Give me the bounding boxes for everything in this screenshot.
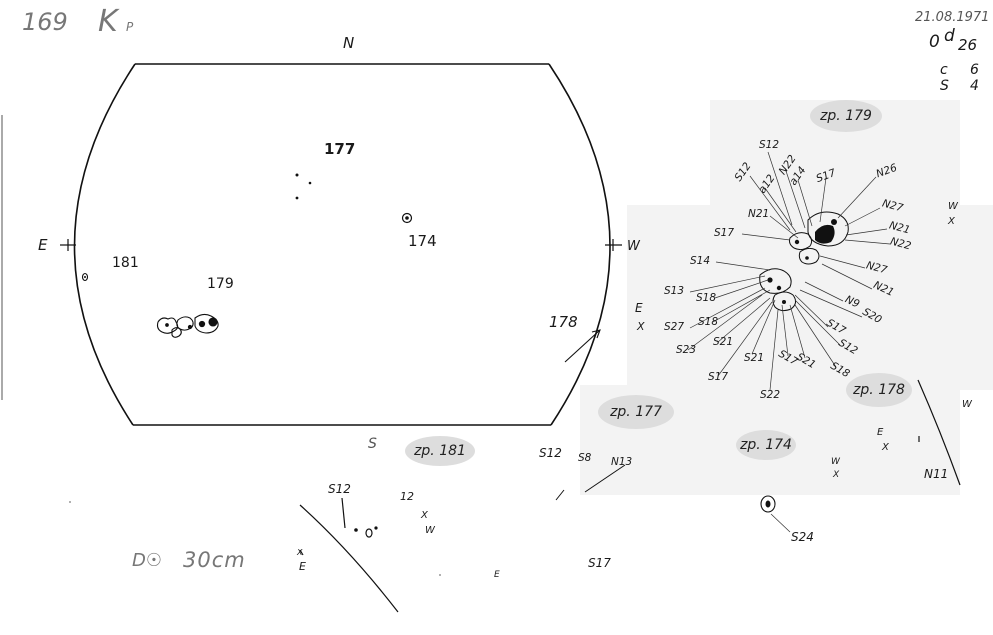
sunspot-group-177 xyxy=(295,173,312,200)
observatory-subscript: P xyxy=(126,20,134,34)
group-178-arrow xyxy=(564,329,601,363)
inset-179-label: N21 xyxy=(748,208,770,220)
inset-181-west: W xyxy=(425,525,435,536)
inset-179-label: S18 xyxy=(696,292,717,304)
inset-174-label: S24 xyxy=(791,530,814,544)
solar-disk-outline xyxy=(73,63,611,426)
inset-179-label: S18 xyxy=(698,316,719,328)
sunspot-group-179 xyxy=(156,313,219,338)
sunspot-group-174 xyxy=(401,212,413,224)
inset-179-label: S12 xyxy=(759,139,780,151)
inset-179-label: S17 xyxy=(708,371,729,383)
inset-178-east: E xyxy=(877,427,884,438)
time-value: 26 xyxy=(958,36,978,54)
quality-s-label: S xyxy=(940,78,949,94)
time-prefix: 0 xyxy=(929,32,940,52)
inset-179-label: S27 xyxy=(664,321,685,333)
group-178-label: 178 xyxy=(549,313,578,331)
inset-178-tag: zp. 178 xyxy=(846,373,912,407)
inset-181-tag: zp. 181 xyxy=(405,436,475,466)
inset-181-label: S12 xyxy=(328,482,351,496)
quality-s-value: 4 xyxy=(970,78,979,94)
inset-178-x: X xyxy=(882,442,889,453)
inset-181-x: X xyxy=(421,510,428,521)
time-letter: d xyxy=(944,26,955,46)
inset-181-east-2: E xyxy=(494,570,500,580)
inset-174-tag: zp. 174 xyxy=(736,430,796,460)
inset-177-leaders xyxy=(555,464,626,501)
inset-179-east: E xyxy=(635,301,643,315)
inset-174-spot xyxy=(760,495,791,533)
inset-181-label: 12 xyxy=(400,490,414,503)
inset-179-label: S13 xyxy=(664,285,685,297)
inset-177-tag: zp. 177 xyxy=(598,395,674,429)
inset-179-spots xyxy=(759,211,849,312)
quality-c-label: c xyxy=(940,62,948,78)
group-174-label: 174 xyxy=(408,232,437,250)
aperture-value: 30cm xyxy=(183,548,246,572)
inset-181-label: S17 xyxy=(588,556,611,570)
inset-179-label: S21 xyxy=(744,352,765,364)
north-label: N xyxy=(343,34,355,52)
inset-179-label: S22 xyxy=(760,389,781,401)
east-label: E xyxy=(38,236,48,254)
inset-179-west: W xyxy=(948,201,958,212)
inset-179-x-right: X xyxy=(948,216,955,227)
inset-179-label: S21 xyxy=(713,336,734,348)
quality-c-value: 6 xyxy=(970,62,979,78)
south-label: S xyxy=(368,436,377,452)
group-181-label: 181 xyxy=(112,255,139,271)
group-179-label: 179 xyxy=(207,276,234,292)
sunspot-group-181 xyxy=(81,272,89,282)
inset-179-tag: zp. 179 xyxy=(810,100,882,132)
inset-174-x: X xyxy=(833,470,840,480)
inset-177-label: N13 xyxy=(611,456,633,468)
inset-179-label: S17 xyxy=(714,227,735,239)
inset-179-label: S14 xyxy=(690,255,711,267)
aperture-symbol: D☉ xyxy=(132,550,162,571)
stray-marks xyxy=(69,501,441,576)
inset-181-x-small: X xyxy=(297,548,303,557)
inset-177-label: S8 xyxy=(578,452,592,464)
inset-178-west: W xyxy=(962,399,972,410)
inset-174-west: W xyxy=(831,457,840,467)
sheet-number: 169 xyxy=(22,8,68,36)
observatory-code: K xyxy=(98,4,118,39)
inset-179-umbrae xyxy=(767,219,837,304)
inset-178-limb xyxy=(917,379,961,486)
inset-181-drawing xyxy=(299,497,399,613)
inset-179-label: S23 xyxy=(676,344,697,356)
inset-179-leaders xyxy=(687,151,891,391)
inset-178-label: N11 xyxy=(924,467,949,481)
west-label: W xyxy=(627,239,640,254)
inset-181-east: E xyxy=(299,560,306,573)
group-177-label: 177 xyxy=(324,140,356,158)
axis-ticks xyxy=(60,239,622,251)
inset-181-label: S12 xyxy=(539,446,562,460)
observation-date: 21.08.1971 xyxy=(915,10,990,25)
inset-179-x-left: X xyxy=(637,320,645,333)
